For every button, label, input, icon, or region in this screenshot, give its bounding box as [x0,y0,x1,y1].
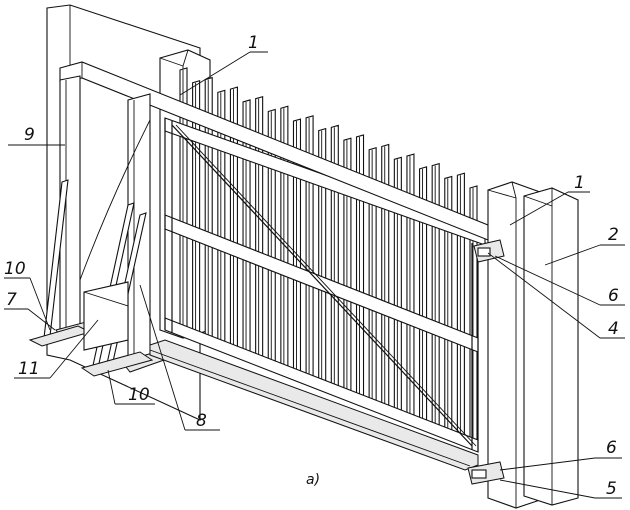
label-6-lower: 6 [606,438,617,458]
gate-frame [164,117,486,453]
base-block-11 [83,281,129,351]
lower-roller-bracket-5 [467,461,505,485]
label-10-bottom: 10 [128,385,150,405]
label-5: 5 [606,479,617,499]
label-10-left: 10 [4,259,26,279]
label-1-right: 1 [574,173,585,193]
label-9: 9 [24,125,35,145]
label-2: 2 [608,225,619,245]
guide-cable [79,119,151,281]
label-4: 4 [608,319,619,339]
label-11: 11 [18,359,40,379]
label-6-upper: 6 [608,286,619,306]
label-8: 8 [196,411,207,431]
column-right-2 [523,187,579,506]
leader-lines [4,51,625,499]
figure-caption: а) [306,472,320,488]
label-1-top: 1 [248,33,259,53]
bottom-rail [149,339,479,471]
label-7: 7 [6,290,17,310]
